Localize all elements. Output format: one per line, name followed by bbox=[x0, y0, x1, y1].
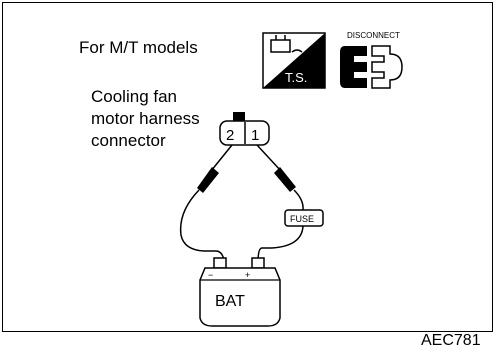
svg-text:+: + bbox=[245, 270, 250, 280]
diagram-frame bbox=[2, 2, 493, 332]
disconnect-label: DISCONNECT bbox=[347, 31, 400, 40]
model-label: For M/T models bbox=[79, 38, 198, 57]
disconnect-icon: DISCONNECT bbox=[340, 31, 403, 89]
test-leads bbox=[179, 144, 304, 264]
ts-label: T.S. bbox=[285, 70, 307, 85]
fuse-label: FUSE bbox=[290, 214, 314, 224]
figure-code: AEC781 bbox=[421, 332, 481, 349]
connector-label-line: connector bbox=[91, 131, 166, 150]
connector-label-line: motor harness bbox=[91, 109, 200, 128]
connector-label: Cooling fan motor harness connector bbox=[91, 86, 200, 152]
fuse: FUSE bbox=[284, 209, 324, 227]
ts-icon: T.S. bbox=[262, 32, 326, 89]
connector-label-line: Cooling fan bbox=[91, 87, 178, 106]
battery-label: BAT bbox=[215, 293, 245, 310]
pin-2-label: 2 bbox=[226, 127, 234, 144]
pin-1-label: 1 bbox=[251, 127, 259, 144]
svg-text:−: − bbox=[208, 270, 213, 280]
battery: − + BAT bbox=[199, 257, 281, 327]
harness-connector: 2 1 bbox=[219, 112, 270, 146]
